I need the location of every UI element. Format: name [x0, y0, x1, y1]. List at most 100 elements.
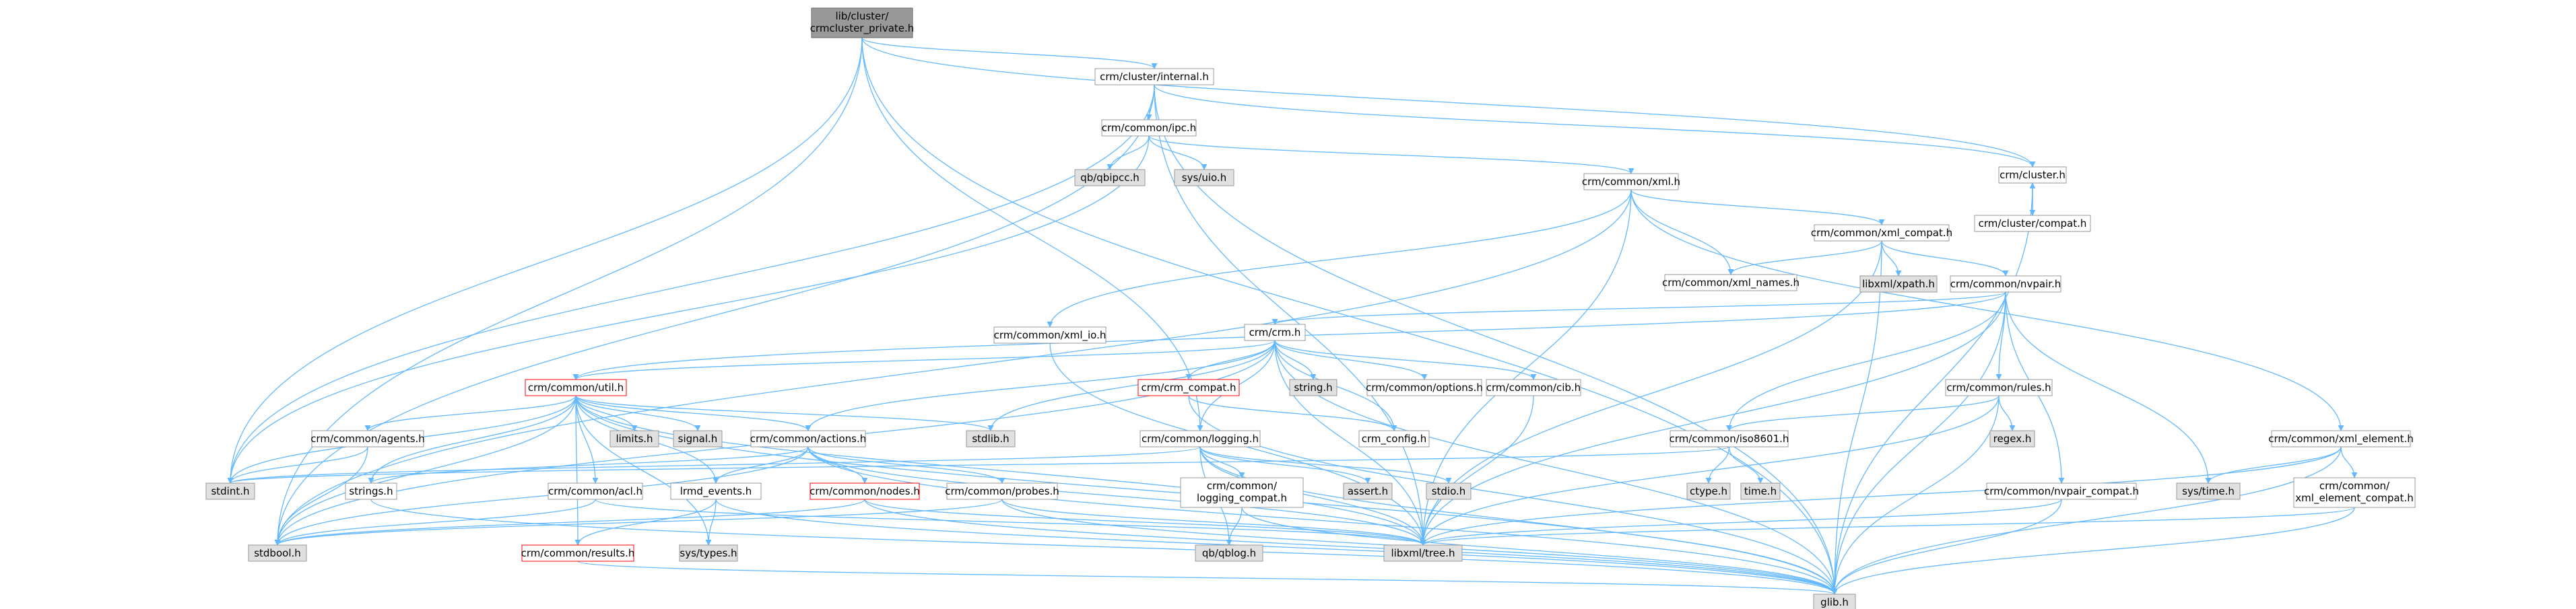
edge-path	[1831, 507, 2355, 595]
edge-xml_compat-to-xpath	[1881, 240, 1902, 277]
node-acl[interactable]: crm/common/acl.h	[548, 482, 643, 500]
node-xml_element[interactable]: crm/common/xml_element.h	[2268, 430, 2414, 447]
edge-xml_compat-to-nvpair	[1881, 240, 2009, 277]
edge-actions-to-stdbool	[274, 446, 809, 546]
edge-util-to-systypes	[575, 395, 712, 546]
edge-root-to-stdint	[227, 37, 863, 484]
node-probes[interactable]: crm/common/probes.h	[945, 482, 1059, 500]
edge-xml-to-xml_names	[1630, 189, 1734, 275]
node-box	[673, 430, 723, 447]
node-crm[interactable]: crm/crm.h	[1244, 324, 1306, 341]
edge-path	[370, 499, 1838, 595]
node-label: qb/qblog.h	[1202, 547, 1256, 559]
edge-actions-to-probes	[807, 446, 1005, 484]
node-box	[946, 482, 1058, 500]
node-xml_names[interactable]: crm/common/xml_names.h	[1662, 274, 1799, 291]
edge-acl-to-stdbool	[274, 499, 596, 546]
node-cluster_compat[interactable]: crm/cluster/compat.h	[1974, 215, 2091, 232]
node-box	[1974, 215, 2091, 232]
node-strings[interactable]: strings.h	[345, 482, 397, 500]
edge-path	[1199, 446, 1426, 546]
edge-path	[227, 446, 1201, 484]
node-systypes: sys/types.h	[679, 544, 738, 562]
node-box	[1094, 68, 1214, 85]
edge-path	[1831, 395, 2000, 595]
node-util[interactable]: crm/common/util.h	[525, 379, 627, 396]
node-label: crm/cluster/compat.h	[1979, 217, 2087, 229]
edge-path	[274, 446, 809, 546]
edge-crm-to-stdlib	[987, 340, 1276, 431]
node-xml_element_compat[interactable]: crm/common/xml_element_compat.h	[2293, 477, 2416, 508]
node-nodes[interactable]: crm/common/nodes.h	[810, 482, 920, 500]
node-logging[interactable]: crm/common/logging.h	[1140, 430, 1261, 447]
node-box	[1074, 169, 1146, 186]
node-box	[966, 430, 1016, 447]
node-actions[interactable]: crm/common/actions.h	[750, 430, 866, 447]
edge-iso8601-to-ctype	[1705, 446, 1730, 484]
node-xml_io[interactable]: crm/common/xml_io.h	[993, 326, 1107, 344]
edge-nodes-to-stdbool	[274, 499, 865, 546]
edge-actions-to-glib	[807, 446, 1838, 595]
edge-nodes-to-libxmltree	[864, 499, 1426, 546]
edge-path	[1831, 446, 2342, 595]
node-iso8601[interactable]: crm/common/iso8601.h	[1670, 430, 1789, 447]
edges-layer	[227, 37, 2358, 595]
edge-path	[274, 446, 368, 546]
node-ipc[interactable]: crm/common/ipc.h	[1101, 119, 1197, 137]
node-label: sys/time.h	[2182, 485, 2235, 497]
node-label: crm/common/results.h	[521, 547, 635, 559]
edge-logging-to-logging_compat	[1199, 446, 1245, 478]
node-cluster[interactable]: crm/cluster.h	[1998, 166, 2067, 184]
edge-ipc-to-sysuio	[1148, 135, 1208, 170]
edge-path	[1881, 240, 1902, 277]
node-agents[interactable]: crm/common/agents.h	[310, 430, 425, 447]
edge-util-to-libxmltree	[575, 395, 1426, 546]
edge-actions-to-strings	[368, 446, 809, 484]
edge-lrmd_events-to-glib	[715, 499, 1838, 595]
edge-xml-to-libxmltree	[1420, 189, 1632, 546]
edge-rules-to-libxmltree	[1420, 395, 2000, 546]
node-xml_compat[interactable]: crm/common/xml_compat.h	[1811, 224, 1952, 242]
edge-path	[1148, 135, 1634, 174]
node-xpath: libxml/xpath.h	[1859, 275, 1938, 293]
node-box	[1174, 169, 1234, 186]
edge-util-to-strings	[368, 395, 576, 484]
node-box	[1244, 324, 1306, 341]
node-label: crm/common/rules.h	[1946, 382, 2051, 394]
node-xml[interactable]: crm/common/xml.h	[1582, 173, 1680, 190]
edge-cib-to-libxmltree	[1420, 395, 1534, 546]
node-nvpair_compat[interactable]: crm/common/nvpair_compat.h	[1984, 482, 2139, 500]
edge-logging-to-libxmltree	[1199, 446, 1426, 546]
edge-path	[1725, 291, 2006, 431]
edge-path	[1274, 340, 1537, 380]
node-box	[1686, 482, 1731, 500]
node-crm_compat[interactable]: crm/crm_compat.h	[1137, 379, 1240, 396]
node-internal[interactable]: crm/cluster/internal.h	[1094, 68, 1214, 85]
node-root[interactable]: lib/cluster/crmcluster_private.h	[810, 7, 915, 38]
node-limits: limits.h	[609, 430, 659, 447]
edge-xml_element_compat-to-glib	[1831, 507, 2355, 595]
edge-root-to-stdbool	[274, 37, 863, 546]
edge-path	[1420, 499, 2062, 546]
edge-agents-to-stdbool	[274, 446, 368, 546]
edge-path	[1831, 240, 1882, 595]
edge-iso8601-to-timeh	[1728, 446, 1764, 484]
node-logging_compat[interactable]: crm/common/logging_compat.h	[1180, 477, 1304, 508]
node-label: crm/common/acl.h	[548, 485, 642, 497]
node-crm_config[interactable]: crm_config.h	[1358, 430, 1430, 447]
edge-path	[274, 499, 865, 546]
edge-crm-to-cib	[1274, 340, 1537, 380]
edge-internal-to-cluster	[1154, 84, 2036, 168]
node-nvpair[interactable]: crm/common/nvpair.h	[1950, 275, 2061, 293]
node-cib[interactable]: crm/common/cib.h	[1486, 379, 1581, 396]
edge-path	[575, 395, 812, 431]
node-options[interactable]: crm/common/options.h	[1366, 379, 1483, 396]
node-box	[1137, 379, 1240, 396]
node-lrmd_events[interactable]: lrmd_events.h	[670, 482, 762, 500]
node-label: lrmd_events.h	[680, 485, 752, 498]
edge-path	[1148, 135, 1208, 170]
node-rules[interactable]: crm/common/rules.h	[1945, 379, 2053, 396]
edge-xml_compat-to-xml_names	[1727, 240, 1882, 275]
node-box	[1358, 430, 1430, 447]
node-results[interactable]: crm/common/results.h	[521, 544, 635, 562]
